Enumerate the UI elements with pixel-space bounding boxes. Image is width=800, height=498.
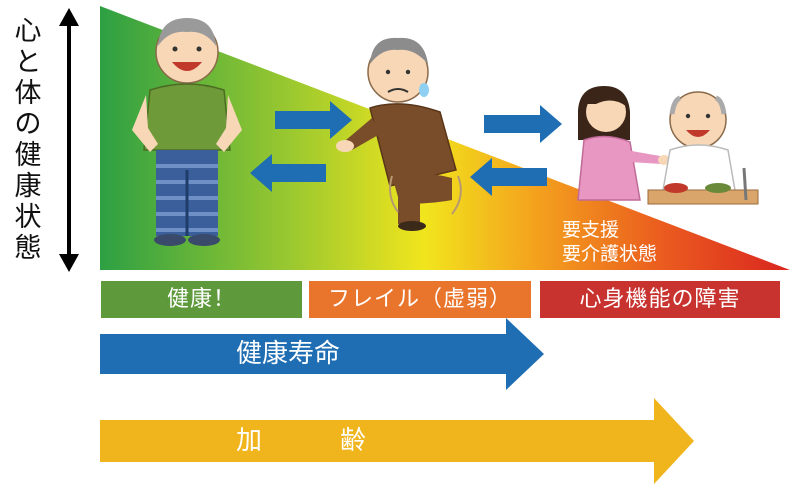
caregiver-figure bbox=[577, 86, 670, 201]
vlabel-char: 康 bbox=[14, 171, 42, 202]
aging-label: 加 齢 bbox=[236, 426, 367, 456]
healthy-life-arrow bbox=[100, 318, 544, 390]
vlabel-char: 健 bbox=[14, 140, 42, 171]
stage-disability: 心身機能の障害 bbox=[540, 281, 780, 318]
stage-frailty: フレイル（虚弱） bbox=[309, 281, 531, 318]
vertical-health-label: 心 と 体 の 健 康 状 態 bbox=[8, 16, 48, 264]
aging-arrow bbox=[100, 398, 694, 484]
arrow-right-2 bbox=[484, 105, 562, 143]
arrow-left-2 bbox=[470, 158, 547, 196]
arrow-left-1 bbox=[250, 154, 326, 192]
care-need-text: 要介護状態 bbox=[562, 243, 658, 265]
care-state-label: 要支援 要介護状態 bbox=[562, 218, 712, 266]
vlabel-char: 体 bbox=[14, 78, 42, 109]
care-receiver-figure bbox=[647, 91, 759, 205]
healthy-elder-figure bbox=[132, 18, 242, 246]
vlabel-char: 心 bbox=[14, 16, 42, 47]
healthy-life-expectancy-label: 健康寿命 bbox=[236, 339, 341, 369]
vlabel-char: 態 bbox=[14, 233, 42, 264]
vlabel-char: の bbox=[14, 109, 42, 140]
arrow-right-1 bbox=[275, 101, 352, 139]
stage-healthy: 健康！ bbox=[101, 281, 302, 318]
double-arrow-icon bbox=[59, 8, 79, 272]
vlabel-char: と bbox=[14, 47, 42, 78]
frail-elder-figure bbox=[336, 37, 462, 231]
vlabel-char: 状 bbox=[14, 202, 42, 233]
care-support-text: 要支援 bbox=[562, 219, 620, 241]
